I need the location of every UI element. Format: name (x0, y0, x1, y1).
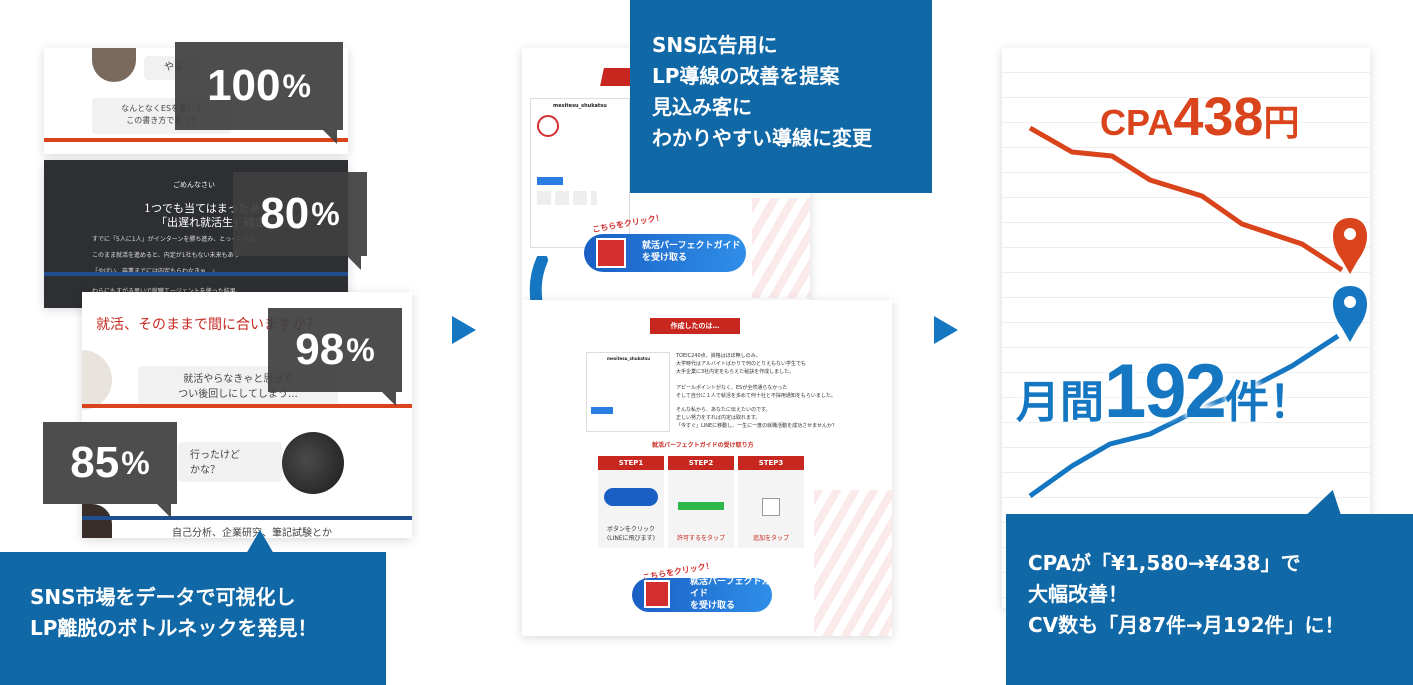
profile-name: mesitesu_shukatsu (553, 103, 607, 109)
banner-body-3: 「やばい、卒業までには内定もらわなきゃ…」 (92, 266, 342, 275)
percent-badge: 80% (233, 172, 367, 270)
banner-small-label: ごめんなさい (173, 181, 215, 189)
person-photo (82, 350, 112, 410)
guide-heading: 就活パーフェクトガイドの受け取り方 (652, 442, 754, 449)
banner-body-4: わらにもすがる思いで就職エージェントを使った結果、 (92, 286, 342, 295)
callout-proposal: SNS広告用に LP導線の改善を提案 見込み客に わかりやすい導線に変更 (630, 0, 932, 193)
body-line: TOEIC240点、資格はほぼ無しのみ。 (676, 353, 761, 359)
instagram-profile: mesitesu_shukatsu (530, 98, 630, 248)
map-pin-orange-icon (1332, 218, 1368, 274)
divider-line (44, 138, 348, 142)
section-heading: 就活、そのままで間に合いますか？ (96, 317, 320, 333)
profile-name: mesitesu_shukatsu (607, 356, 651, 361)
body-line: アピールポイントがなく、ESが全然通らなかった (676, 385, 788, 391)
monthly-cv-result: 月間192件！ (1016, 349, 1313, 434)
next-arrow-icon (452, 316, 476, 344)
step-card-1: STEP1 ボタンをクリック (LINEに飛びます) (598, 456, 664, 548)
body-line: 大学時代はアルバイトばかりで何のとりえもない学生でも (676, 361, 807, 367)
person-photo (282, 432, 344, 494)
divider-line (44, 272, 348, 276)
step-cta-mini (604, 488, 658, 506)
add-icon (762, 498, 780, 516)
lp-screenshot-question: 就活、そのままで間に合いますか？ 就活やらなきゃと思って つい後回しにしてしまう… (82, 292, 412, 538)
highlight-row (537, 191, 597, 205)
body-line: 正しい努力をすれば内定は取れます。 (676, 415, 761, 421)
divider-line (82, 404, 412, 408)
instagram-profile: mesitesu_shukatsu (586, 352, 670, 432)
follow-button[interactable] (537, 177, 563, 185)
percent-badge: 98% (268, 308, 402, 406)
chat-bubble: 行ったけど かな？ (178, 442, 282, 482)
cta-button[interactable]: 就活パーフェクトガイドを受け取る (584, 234, 746, 272)
callout-results: CPAが「¥1,580→¥438」で 大幅改善！ CV数も「月87件→月192件… (1006, 514, 1413, 685)
banner-body-1: すでに「5人に1人」がインターンを勝ち進み、とっくに内定 (92, 236, 256, 243)
avatar (92, 48, 136, 82)
body-line: そんな私から、あなたに伝えたいのです。 (676, 407, 771, 413)
map-pin-blue-icon (1332, 286, 1368, 342)
body-line: 大手企業に3社内定をもらえた秘訣を作成しました。 (676, 369, 795, 375)
body-line: そして自分に１人で就活を多めて何十社と不採用通知をもらいました。 (676, 393, 836, 399)
body-line: 「今すぐ」LINEに移動し、一生に一度の就職活動を成功させませんか？ (676, 423, 838, 429)
person-photo (82, 504, 112, 538)
cta-button[interactable]: 就活パーフェクトガイドを受け取る (632, 577, 772, 612)
percent-badge: 100% (175, 42, 343, 144)
callout-pointer (246, 530, 274, 554)
lp-screenshot-guide: 作成したのは… mesitesu_shukatsu TOEIC240点、資格はほ… (522, 300, 892, 636)
guide-book-icon (596, 238, 626, 268)
step-card-2: STEP2 許可するをタップ (668, 456, 734, 548)
cpa-result: CPA438円 (1100, 87, 1300, 147)
stripe-decoration (752, 198, 810, 298)
banner-body-2: このまま就活を進めると、内定が1社もない未来もあり (92, 252, 240, 259)
made-title-banner: 作成したのは… (650, 318, 740, 334)
guide-book-icon (644, 580, 670, 608)
trend-lines (1028, 125, 1368, 499)
step-card-3: STEP3 追加をタップ (738, 456, 804, 548)
percent-badge: 85% (43, 422, 177, 518)
next-arrow-icon (934, 316, 958, 344)
callout-discovery: SNS市場をデータで可視化し LP離脱のボトルネックを発見！ (0, 552, 386, 685)
stripe-decoration (814, 490, 892, 636)
avatar (537, 115, 559, 137)
allow-button-mini (678, 502, 724, 510)
divider-line (82, 516, 412, 520)
follow-button[interactable] (591, 407, 613, 414)
